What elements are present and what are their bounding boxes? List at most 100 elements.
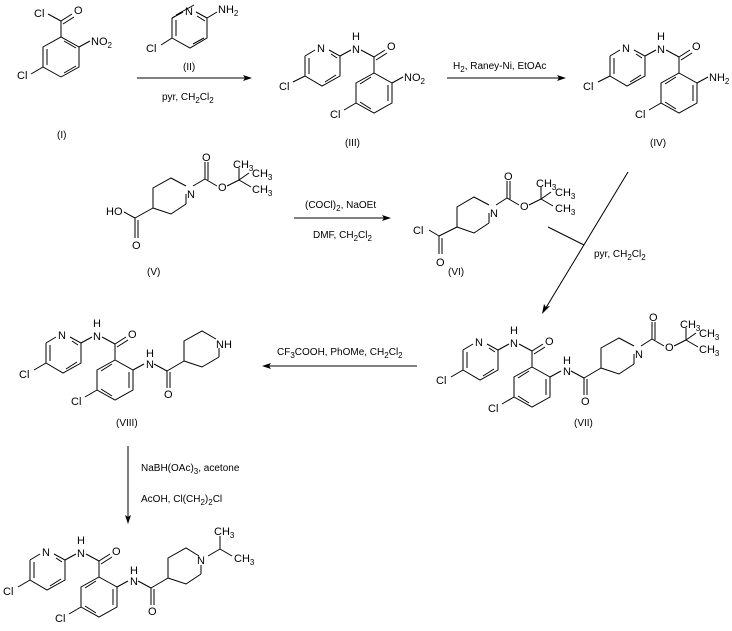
compound-v: N HO O O O CH3 CH3 CH3 (V) — [106, 152, 273, 278]
condition-text: H2, Raney-Ni, EtOAc — [453, 61, 546, 74]
piperidine-ring — [167, 547, 200, 578]
compound-label: (VII) — [574, 418, 593, 429]
atom-o: O — [128, 329, 137, 341]
arrow-step-1: pyr, CH2Cl2 — [137, 75, 252, 105]
atom-o: O — [520, 201, 529, 213]
atom-n: N — [185, 6, 193, 18]
compound-label: (VI) — [448, 267, 464, 278]
compound-iii: N H N O NO2 Cl Cl (III) — [279, 31, 426, 149]
benzene-ring — [42, 36, 80, 78]
atom-o: O — [387, 41, 396, 53]
atom-cl: Cl — [3, 586, 13, 598]
condition-text: pyr, CH2Cl2 — [162, 92, 214, 105]
pyridine-ring — [609, 49, 646, 87]
atom-methyl: CH3 — [699, 344, 720, 358]
atom-nitro: NO2 — [404, 72, 426, 86]
benzene-ring — [355, 72, 393, 114]
atom-nitro: NO2 — [91, 36, 113, 50]
atom-h: H — [93, 318, 101, 330]
atom-nh: NH — [216, 339, 232, 351]
atom-cl: Cl — [55, 613, 65, 625]
atom-h: H — [563, 355, 571, 367]
condition-text: (COCl)2, NaOEt — [305, 200, 376, 213]
atom-cl-ring-label: Cl — [17, 70, 27, 82]
compound-iv: N H N O NH2 Cl Cl (IV) — [583, 31, 730, 149]
atom-o: O — [202, 152, 211, 164]
compound-i: Cl O NO2 Cl (I) — [17, 5, 113, 141]
atom-o: O — [665, 342, 674, 354]
atom-o: O — [581, 396, 590, 408]
atom-o: O — [132, 240, 141, 252]
atom-o: O — [218, 182, 227, 194]
atom-h: H — [77, 535, 85, 547]
compound-vi: N Cl O O O CH3 CH3 CH3 (VI) — [413, 171, 576, 278]
benzene-ring — [513, 366, 551, 408]
atom-cl: Cl — [71, 396, 81, 408]
atom-n: N — [187, 189, 195, 201]
arrow-step-3: (COCl)2, NaOEt DMF, CH2Cl2 — [294, 200, 391, 243]
atom-o: O — [436, 257, 445, 269]
atom-h: H — [130, 565, 138, 577]
atom-o: O — [148, 606, 157, 618]
atom-methyl: CH3 — [699, 328, 720, 342]
compound-label: (V) — [147, 267, 160, 278]
piperidine-ring — [456, 196, 490, 227]
atom-n: N — [622, 43, 630, 55]
atom-n: N — [146, 359, 154, 371]
compound-label: (III) — [345, 138, 360, 149]
piperidine-ring — [183, 330, 217, 361]
atom-amine: NH2 — [218, 4, 239, 18]
atom-h: H — [510, 325, 518, 337]
compound-vii: N H N O H N O N O O CH3 CH3 CH3 Cl Cl (V… — [436, 312, 720, 429]
atom-o: O — [649, 312, 658, 324]
atom-n: N — [475, 337, 483, 349]
atom-amine: NH2 — [709, 72, 730, 86]
atom-methyl: CH3 — [234, 553, 255, 567]
atom-cl: Cl — [436, 375, 446, 387]
atom-methyl: CH3 — [555, 187, 576, 201]
arrow-step-6: NaBH(OAc)3, acetone AcOH, Cl(CH2)2Cl — [125, 446, 240, 524]
atom-o: O — [164, 389, 173, 401]
atom-cl: Cl — [34, 8, 44, 20]
atom-n: N — [197, 555, 205, 567]
condition-text: pyr, CH2Cl2 — [594, 249, 646, 262]
pyridine-ring — [29, 553, 66, 591]
compound-label: (VIII) — [116, 418, 138, 429]
compound-label: (II) — [183, 62, 195, 73]
pyridine-ring — [171, 18, 208, 49]
pyridine-ring — [462, 343, 499, 381]
piperidine-ring — [600, 337, 635, 368]
atom-n: N — [42, 547, 50, 559]
atom-n: N — [635, 349, 643, 361]
atom-cl: Cl — [279, 81, 289, 93]
atom-methyl: CH3 — [252, 168, 273, 182]
atom-n: N — [317, 43, 325, 55]
atom-hydroxyl: HO — [106, 206, 123, 218]
compound-final: N H N O H N O N CH3 CH3 Cl Cl — [3, 526, 255, 625]
atom-methyl: CH3 — [233, 159, 254, 173]
atom-o: O — [545, 336, 554, 348]
atom-n: N — [510, 338, 518, 350]
compound-label: (IV) — [650, 138, 666, 149]
atom-h: H — [146, 348, 154, 360]
atom-methyl: CH3 — [680, 319, 701, 333]
atom-cl: Cl — [19, 369, 29, 381]
condition-text: DMF, CH2Cl2 — [313, 230, 372, 243]
atom-n: N — [58, 330, 66, 342]
atom-methyl: CH3 — [252, 184, 273, 198]
condition-text: CF3COOH, PhOMe, CH2Cl2 — [277, 347, 403, 360]
piperidine-ring — [152, 177, 187, 208]
atom-n: N — [93, 331, 101, 343]
benzene-ring — [80, 576, 118, 618]
atom-n: N — [352, 44, 360, 56]
atom-methyl: CH3 — [555, 203, 576, 217]
benzene-ring — [96, 359, 134, 401]
atom-cl: Cl — [413, 225, 423, 237]
compound-ii: N NH2 Cl (II) — [146, 4, 239, 73]
atom-cl: Cl — [635, 109, 645, 121]
atom-o: O — [74, 5, 83, 17]
atom-methyl: CH3 — [214, 526, 235, 540]
pyridine-ring — [45, 336, 82, 374]
atom-n: N — [563, 366, 571, 378]
